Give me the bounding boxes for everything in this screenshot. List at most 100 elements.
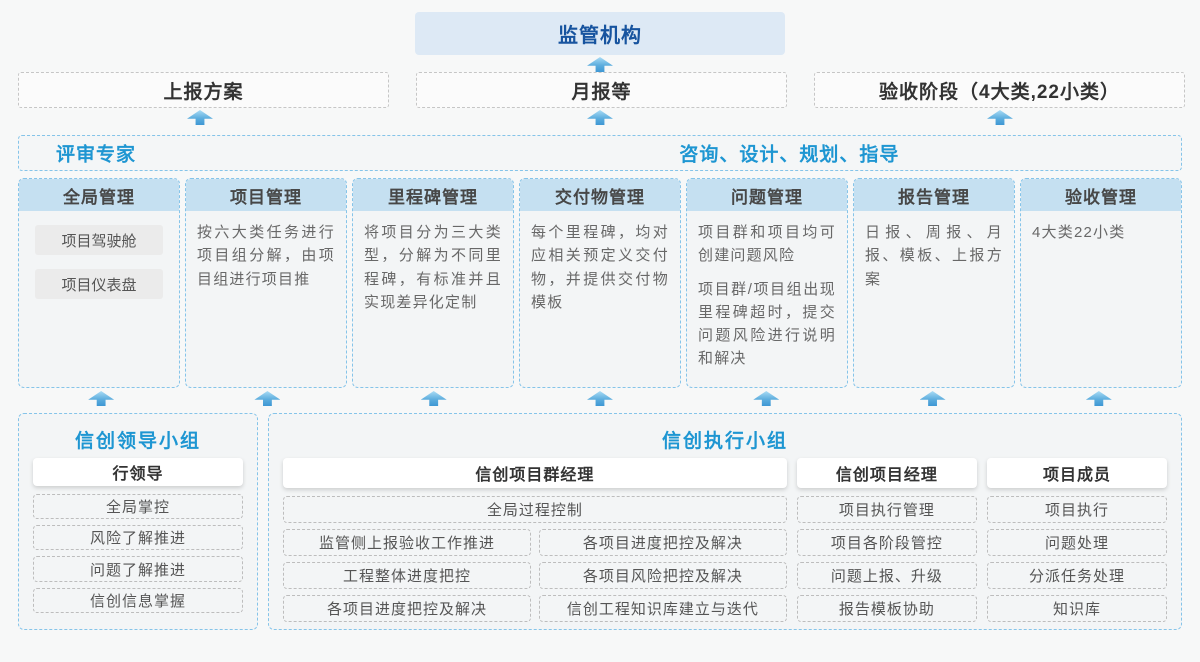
column-body-text: 日报、周报、月报、模板、上报方案 (865, 224, 1003, 288)
column-body: 每个里程碑，均对应相关预定义交付物，并提供交付物模板 (520, 211, 680, 324)
arrow-row-top (0, 55, 1200, 72)
column-global-mgmt: 全局管理 项目驾驶舱 项目仪表盘 (18, 178, 180, 388)
column-header: 交付物管理 (520, 179, 680, 211)
column-body-text: 每个里程碑，均对应相关预定义交付物，并提供交付物模板 (531, 224, 669, 311)
column-header: 验收管理 (1021, 179, 1181, 211)
member-item: 分派任务处理 (986, 562, 1167, 589)
arrow-cell (400, 110, 800, 125)
up-arrow-icon (987, 110, 1013, 125)
pm-group-item: 各项目进度把控及解决 (538, 529, 787, 556)
project-manager-column: 信创项目经理 项目执行管理 项目各阶段管控 问题上报、升级 报告模板协助 (796, 458, 977, 628)
role-project-manager: 信创项目经理 (796, 458, 977, 488)
experts-label: 评审专家 (56, 144, 137, 166)
pm-group-item: 监管侧上报验收工作推进 (283, 529, 531, 556)
column-acceptance-mgmt: 验收管理 4大类22小类 (1020, 178, 1182, 388)
pm-group-item: 各项目风险把控及解决 (538, 562, 787, 589)
up-arrow-icon (1085, 391, 1112, 406)
role-project-member: 项目成员 (986, 458, 1167, 488)
arrow-cell (18, 391, 184, 406)
member-item: 问题处理 (986, 529, 1167, 556)
arrow-cell (683, 391, 849, 406)
column-body: 项目群和项目均可创建问题风险 项目群/项目组出现里程碑超时，提交问题风险进行说明… (687, 211, 847, 381)
leader-item: 风险了解推进 (33, 525, 243, 551)
up-arrow-icon (187, 110, 213, 125)
pill-project-cockpit: 项目驾驶舱 (35, 225, 163, 255)
pm-item: 项目执行管理 (796, 496, 977, 523)
arrow-cell (1016, 391, 1182, 406)
up-arrow-icon (420, 391, 447, 406)
org-structure-diagram: 监管机构 上报方案 月报等 验收阶段（4大类,22小类） 评审专家 咨询、设计、… (0, 12, 1200, 662)
arrow-cell (351, 391, 517, 406)
experts-strip: 评审专家 咨询、设计、规划、指导 (18, 135, 1182, 171)
column-deliverable-mgmt: 交付物管理 每个里程碑，均对应相关预定义交付物，并提供交付物模板 (519, 178, 681, 388)
column-milestone-mgmt: 里程碑管理 将项目分为三大类型，分解为不同里程碑，有标准并且实现差异化定制 (352, 178, 514, 388)
program-manager-group: 信创项目群经理 全局过程控制 监管侧上报验收工作推进 各项目进度把控及解决 工程… (283, 458, 787, 628)
pm-group-item: 全局过程控制 (283, 496, 787, 523)
role-bank-leaders: 行领导 (33, 458, 243, 486)
arrow-row-reports (0, 108, 1200, 135)
member-item: 知识库 (986, 595, 1167, 622)
column-body-text: 项目群和项目均可创建问题风险 (698, 224, 836, 265)
column-issue-mgmt: 问题管理 项目群和项目均可创建问题风险 项目群/项目组出现里程碑超时，提交问题风… (686, 178, 848, 388)
reports-row: 上报方案 月报等 验收阶段（4大类,22小类） (0, 72, 1200, 108)
report-box-monthly: 月报等 (416, 72, 787, 108)
regulator-label: 监管机构 (558, 25, 642, 47)
arrow-row-columns (0, 388, 1200, 413)
column-header: 全局管理 (19, 179, 179, 211)
report-plan-label: 上报方案 (163, 81, 244, 103)
up-arrow-icon (88, 391, 115, 406)
column-body-text: 将项目分为三大类型，分解为不同里程碑，有标准并且实现差异化定制 (364, 224, 502, 311)
leader-item: 问题了解推进 (33, 556, 243, 582)
report-acceptance-label: 验收阶段（4大类,22小类） (879, 81, 1120, 103)
column-body-text: 按六大类任务进行项目组分解，由项目组进行项目推 (197, 224, 335, 288)
leader-item: 全局掌控 (33, 493, 243, 520)
leadership-group-title: 信创领导小组 (74, 430, 201, 452)
pm-item: 问题上报、升级 (796, 562, 977, 589)
arrow-cell (184, 391, 350, 406)
column-project-mgmt: 项目管理 按六大类任务进行项目组分解，由项目组进行项目推 (185, 178, 347, 388)
up-arrow-icon (254, 391, 281, 406)
up-arrow-icon (587, 110, 613, 125)
regulator-box: 监管机构 (415, 12, 785, 55)
column-report-mgmt: 报告管理 日报、周报、月报、模板、上报方案 (853, 178, 1015, 388)
project-member-column: 项目成员 项目执行 问题处理 分派任务处理 知识库 (986, 458, 1167, 628)
up-arrow-icon (753, 391, 780, 406)
report-box-plan: 上报方案 (18, 72, 389, 108)
arrow-cell (800, 110, 1200, 125)
pm-item: 报告模板协助 (796, 595, 977, 622)
execution-group-title: 信创执行小组 (661, 430, 788, 452)
arrow-cell (517, 391, 683, 406)
pill-project-dashboard: 项目仪表盘 (35, 269, 163, 299)
leader-item: 信创信息掌握 (33, 587, 243, 613)
column-body: 按六大类任务进行项目组分解，由项目组进行项目推 (186, 211, 346, 301)
column-body: 日报、周报、月报、模板、上报方案 (854, 211, 1014, 301)
column-header: 报告管理 (854, 179, 1014, 211)
management-columns: 全局管理 项目驾驶舱 项目仪表盘 项目管理 按六大类任务进行项目组分解，由项目组… (18, 178, 1182, 388)
column-header: 问题管理 (687, 179, 847, 211)
role-program-manager: 信创项目群经理 (283, 458, 787, 488)
bottom-groups: 信创领导小组 行领导 全局掌控 风险了解推进 问题了解推进 信创信息掌握 信创执… (18, 413, 1182, 630)
leadership-group: 信创领导小组 行领导 全局掌控 风险了解推进 问题了解推进 信创信息掌握 (18, 413, 258, 630)
column-body-text: 项目群/项目组出现里程碑超时，提交问题风险进行说明和解决 (698, 280, 836, 368)
pm-group-grid: 监管侧上报验收工作推进 各项目进度把控及解决 工程整体进度把控 各项目风险把控及… (283, 529, 787, 622)
pm-group-item: 各项目进度把控及解决 (283, 595, 531, 622)
execution-group: 信创执行小组 信创项目群经理 全局过程控制 监管侧上报验收工作推进 各项目进度把… (268, 413, 1182, 630)
column-header: 里程碑管理 (353, 179, 513, 211)
arrow-cell (849, 391, 1015, 406)
regulator-row: 监管机构 (0, 12, 1200, 55)
pm-item: 项目各阶段管控 (796, 529, 977, 556)
report-box-acceptance: 验收阶段（4大类,22小类） (814, 72, 1185, 108)
pm-group-item: 信创工程知识库建立与迭代 (538, 595, 787, 622)
consulting-label: 咨询、设计、规划、指导 (679, 144, 900, 166)
execution-group-body: 信创项目群经理 全局过程控制 监管侧上报验收工作推进 各项目进度把控及解决 工程… (281, 458, 1169, 628)
up-arrow-icon (919, 391, 946, 406)
up-arrow-icon (586, 391, 613, 406)
report-monthly-label: 月报等 (571, 81, 632, 103)
column-header: 项目管理 (186, 179, 346, 211)
up-arrow-icon (587, 57, 613, 72)
member-item: 项目执行 (986, 496, 1167, 523)
arrow-cell (0, 110, 400, 125)
column-body: 4大类22小类 (1021, 211, 1181, 254)
column-body: 将项目分为三大类型，分解为不同里程碑，有标准并且实现差异化定制 (353, 211, 513, 324)
column-body-text: 4大类22小类 (1032, 224, 1126, 241)
